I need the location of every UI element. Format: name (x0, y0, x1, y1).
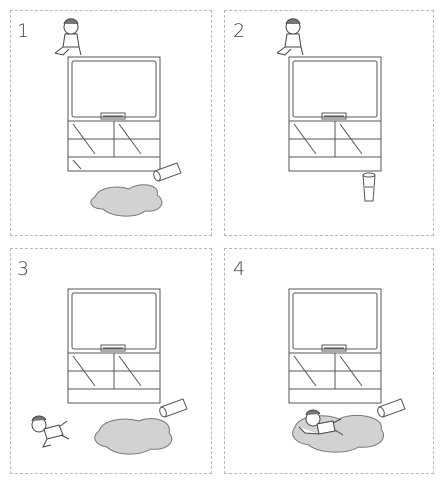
tv-cabinet (288, 56, 382, 172)
panel-1-drawing: 1 (17, 18, 182, 217)
child-in-spill (298, 409, 344, 436)
upright-cup (362, 172, 376, 202)
panel-number: 3 (17, 258, 29, 280)
child-sitting-on-tv (276, 18, 304, 56)
tipped-cup (377, 398, 406, 418)
child-sitting-on-tv (54, 18, 82, 56)
panel-4: 4 (224, 248, 434, 474)
panel-number: 2 (233, 20, 245, 42)
panel-1: 1 (10, 10, 212, 236)
child-on-floor (31, 415, 70, 448)
tv-cabinet (67, 56, 161, 172)
panel-2-drawing: 2 (233, 18, 382, 202)
tipped-cup (159, 398, 188, 418)
spilled-liquid (90, 184, 163, 217)
panel-3: 3 (10, 248, 212, 474)
tv-cabinet (67, 288, 161, 404)
spilled-liquid (94, 418, 173, 455)
panel-4-drawing: 4 (233, 258, 406, 453)
panel-3-drawing: 3 (17, 258, 188, 455)
panel-2: 2 (224, 10, 434, 236)
tipped-cup (153, 162, 182, 182)
panel-number: 1 (17, 20, 29, 42)
panel-number: 4 (233, 258, 245, 280)
tv-cabinet (288, 288, 382, 404)
